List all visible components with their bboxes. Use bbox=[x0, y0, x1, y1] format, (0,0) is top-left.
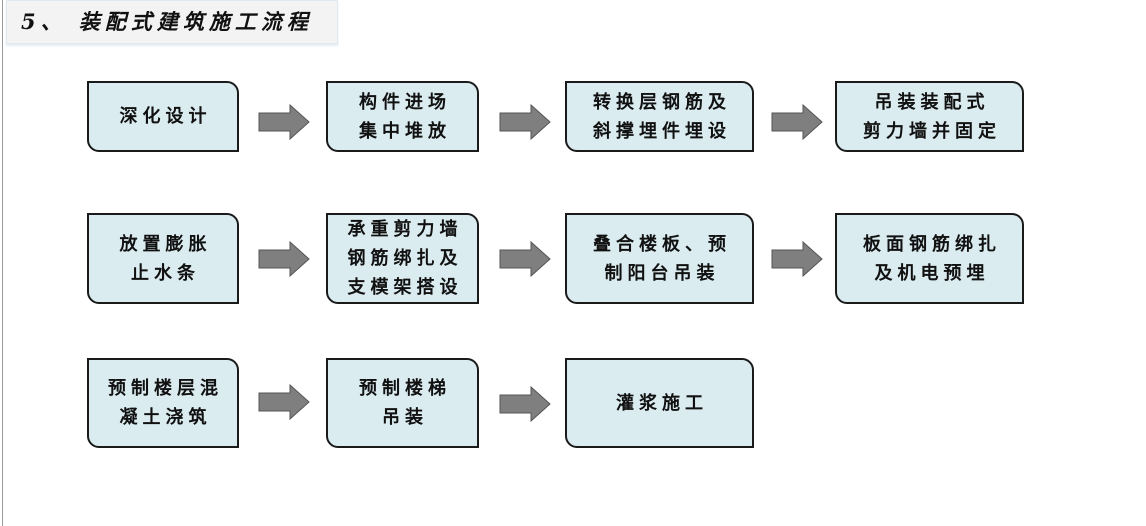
step-3-2: 预制楼梯 吊装 bbox=[326, 358, 479, 448]
arrow-right-icon bbox=[499, 241, 551, 277]
arrow-right-icon bbox=[499, 104, 551, 140]
step-2-2-line-1: 承重剪力墙 bbox=[347, 219, 463, 240]
step-2-4-line-2: 及机电预埋 bbox=[874, 262, 990, 284]
step-2-3-line-1: 叠合楼板、预 bbox=[593, 233, 731, 255]
step-3-1: 预制楼层混 凝土浇筑 bbox=[87, 358, 239, 448]
step-3-1-line-2: 凝土浇筑 bbox=[119, 407, 212, 428]
step-2-1: 放置膨胀 止水条 bbox=[87, 213, 239, 304]
step-1-2: 构件进场 集中堆放 bbox=[326, 81, 479, 152]
step-2-2: 承重剪力墙 钢筋绑扎及 支模架搭设 bbox=[326, 213, 479, 304]
arrow-right-icon bbox=[771, 104, 823, 140]
step-3-3-line-1: 灌浆施工 bbox=[616, 392, 708, 414]
step-3-3: 灌浆施工 bbox=[565, 358, 754, 448]
page-title: 5、 装配式建筑施工流程 bbox=[21, 9, 313, 34]
step-1-3-line-1: 转换层钢筋及 bbox=[593, 91, 731, 113]
step-2-1-line-1: 放置膨胀 bbox=[119, 233, 212, 255]
step-2-2-line-3: 支模架搭设 bbox=[347, 277, 463, 298]
step-2-3: 叠合楼板、预 制阳台吊装 bbox=[565, 213, 754, 304]
step-2-4: 板面钢筋绑扎 及机电预埋 bbox=[835, 213, 1024, 304]
step-3-2-line-2: 吊装 bbox=[382, 407, 428, 428]
step-1-3-line-2: 斜撑埋件埋设 bbox=[593, 120, 731, 142]
page-left-rule bbox=[2, 0, 3, 526]
step-1-2-line-2: 集中堆放 bbox=[359, 120, 451, 142]
step-1-4: 吊装装配式 剪力墙并固定 bbox=[835, 81, 1024, 152]
step-1-3: 转换层钢筋及 斜撑埋件埋设 bbox=[565, 81, 754, 152]
title-bar: 5、 装配式建筑施工流程 bbox=[6, 0, 338, 44]
arrow-right-icon bbox=[258, 384, 310, 420]
step-3-1-line-1: 预制楼层混 bbox=[108, 378, 223, 399]
step-2-4-line-1: 板面钢筋绑扎 bbox=[863, 233, 1001, 255]
arrow-right-icon bbox=[258, 241, 310, 277]
arrow-right-icon bbox=[499, 386, 551, 422]
step-1-4-line-1: 吊装装配式 bbox=[874, 91, 990, 113]
arrow-right-icon bbox=[258, 104, 310, 140]
step-2-2-line-2: 钢筋绑扎及 bbox=[347, 248, 463, 269]
step-1-4-line-2: 剪力墙并固定 bbox=[863, 120, 1001, 142]
step-1-1-line-1: 深化设计 bbox=[119, 106, 212, 127]
step-2-3-line-2: 制阳台吊装 bbox=[604, 262, 720, 284]
step-2-1-line-2: 止水条 bbox=[131, 262, 200, 284]
step-1-1: 深化设计 bbox=[87, 81, 239, 152]
step-3-2-line-1: 预制楼梯 bbox=[359, 378, 451, 399]
arrow-right-icon bbox=[771, 241, 823, 277]
step-1-2-line-1: 构件进场 bbox=[359, 91, 451, 113]
